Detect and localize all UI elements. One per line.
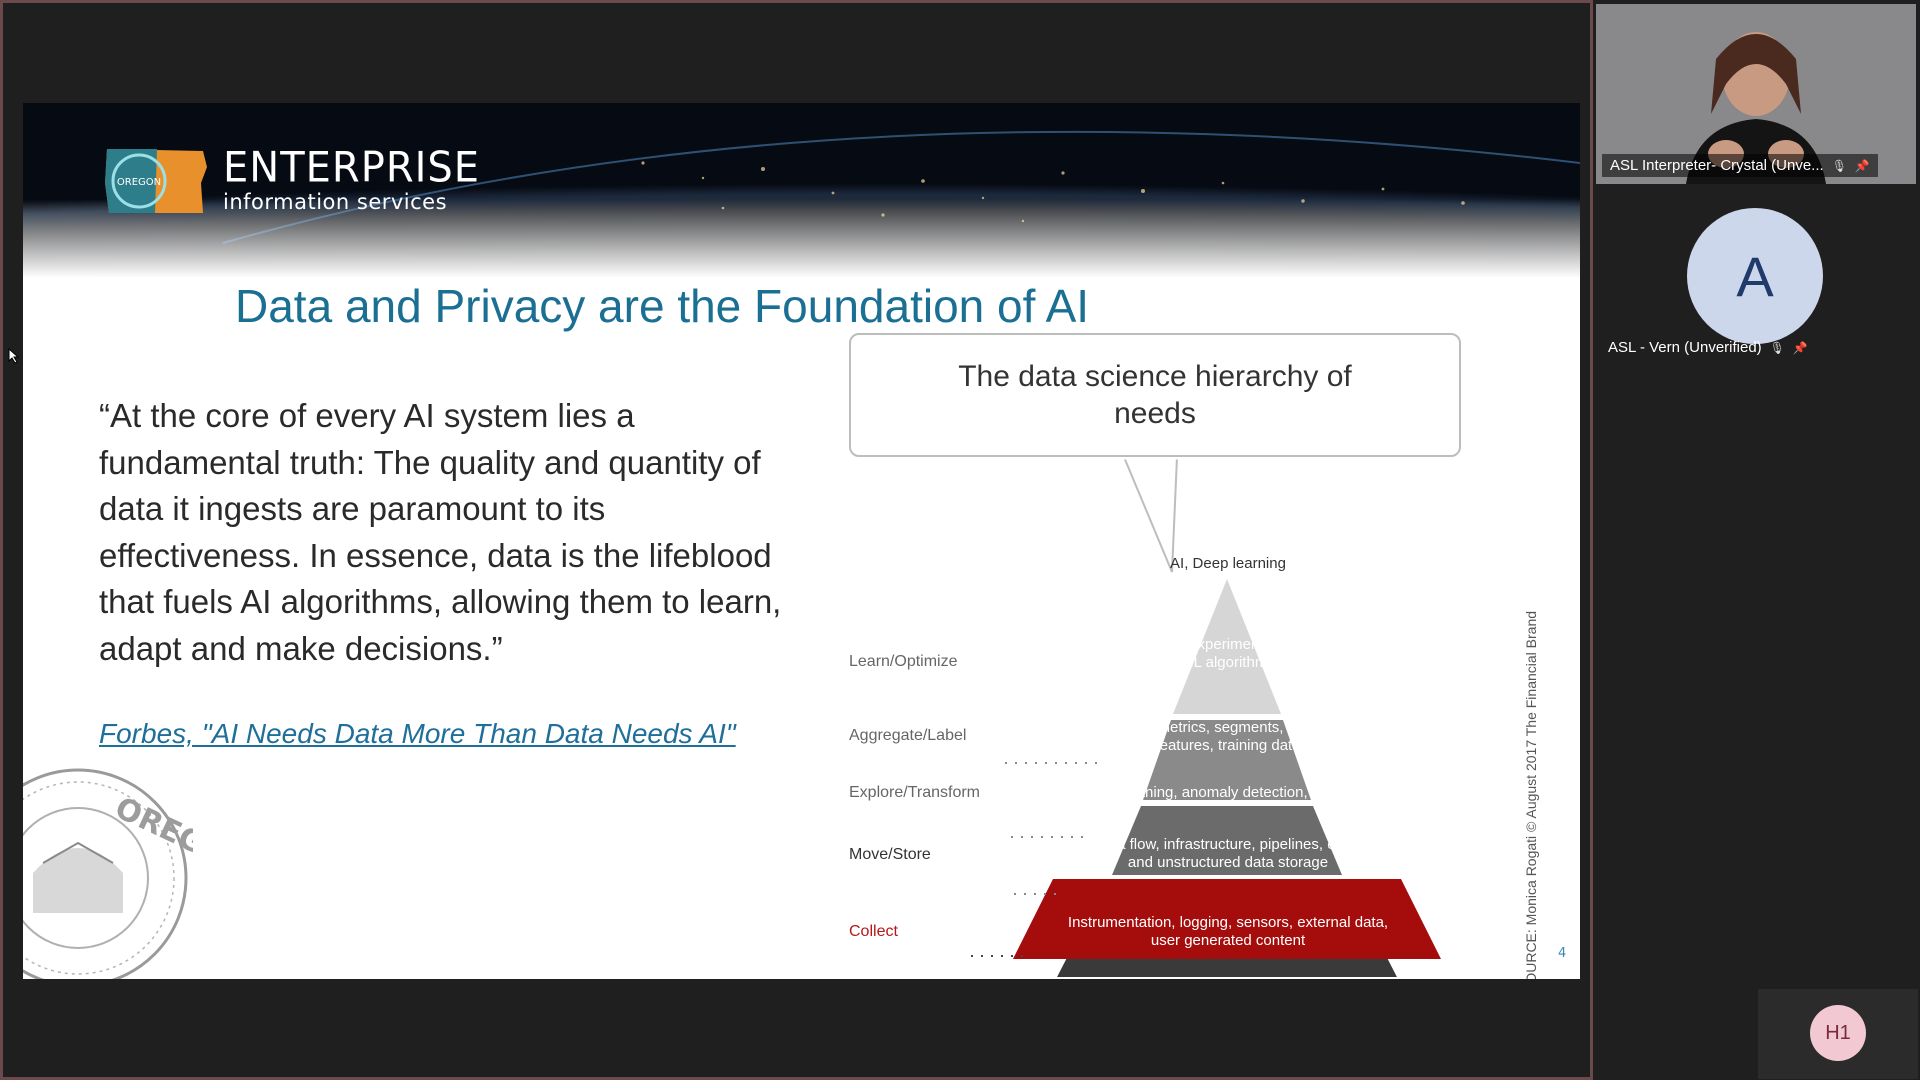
- slide-page-number: 4: [1558, 946, 1567, 961]
- pyramid-level-2-text: A/B testing, experimentation, simple ML …: [1108, 636, 1348, 671]
- enterprise-logo: OREGON ENTERPRISE information services: [103, 143, 480, 217]
- logo-line-services: information services: [223, 189, 448, 214]
- interpreter-video-tile[interactable]: ASL Interpreter- Crystal (Unve... 🎙 📌: [1596, 4, 1916, 184]
- label-explore-transform: Explore/Transform: [849, 784, 980, 801]
- interpreter2-name: ASL - Vern (Unverified): [1608, 339, 1762, 356]
- label-aggregate: Aggregate/Label: [849, 727, 967, 744]
- hierarchy-pyramid: [971, 457, 1441, 977]
- muted-mic-icon: 🎙: [1831, 158, 1847, 173]
- mouse-cursor-icon: [8, 347, 20, 368]
- hierarchy-callout: The data science hierarchy of needs: [849, 333, 1461, 457]
- pin-icon[interactable]: 📌: [1854, 158, 1870, 173]
- self-avatar: H1: [1810, 1005, 1866, 1061]
- pyramid-level-6: [1013, 879, 1441, 959]
- interpreter2-name-tag: ASL - Vern (Unverified) 🎙 📌: [1600, 336, 1816, 359]
- interpreter1-name: ASL Interpreter- Crystal (Unve...: [1610, 157, 1824, 174]
- pyramid-level-6-text: Instrumentation, logging, sensors, exter…: [1067, 914, 1389, 949]
- muted-mic-icon: 🎙: [1769, 340, 1785, 355]
- svg-text:OREGON: OREGON: [110, 791, 193, 884]
- pyramid-level-3-text: Analytics, metrics, segments, aggregates…: [1089, 719, 1367, 754]
- interpreter1-name-tag: ASL Interpreter- Crystal (Unve... 🎙 📌: [1602, 154, 1878, 177]
- oregon-state-emblem-icon: OREGON: [105, 149, 207, 213]
- pin-icon[interactable]: 📌: [1792, 340, 1808, 355]
- vern-avatar[interactable]: A: [1687, 208, 1823, 344]
- pyramid-level-3: [1112, 806, 1342, 875]
- pyramid-level-5-text: Reliable data flow, infrastructure, pipe…: [1037, 836, 1419, 871]
- slide-banner: OREGON ENTERPRISE information services: [23, 103, 1580, 278]
- vertical-source-caption: SOURCE: Monica Rogati © August 2017 The …: [1523, 610, 1539, 979]
- quote-text: “At the core of every AI system lies a f…: [99, 397, 782, 667]
- self-video-tile[interactable]: H1: [1758, 989, 1918, 1079]
- oregon-seal-icon: OREGON: [23, 768, 193, 979]
- pyramid-level-1-text: AI, Deep learning: [1170, 555, 1286, 572]
- callout-title: The data science hierarchy of needs: [958, 360, 1352, 430]
- screen-share-area: OREGON ENTERPRISE information services D…: [0, 0, 1593, 1080]
- forbes-source-link[interactable]: Forbes, "AI Needs Data More Than Data Ne…: [99, 718, 736, 749]
- label-learn-optimize: Learn/Optimize: [849, 653, 958, 670]
- pyramid-level-2: [1143, 720, 1311, 800]
- pyramid-level-4-text: Cleaning, anomaly detection, prep: [1114, 784, 1342, 801]
- logo-line-enterprise: ENTERPRISE: [223, 143, 481, 192]
- label-move-store: Move/Store: [849, 846, 931, 863]
- presentation-slide: OREGON ENTERPRISE information services D…: [23, 103, 1580, 979]
- earth-night-banner: [23, 103, 1580, 278]
- slide-title: Data and Privacy are the Foundation of A…: [235, 280, 1090, 332]
- svg-text:OREGON: OREGON: [117, 177, 161, 188]
- label-collect: Collect: [849, 923, 898, 940]
- pyramid-level-1: [1173, 579, 1281, 714]
